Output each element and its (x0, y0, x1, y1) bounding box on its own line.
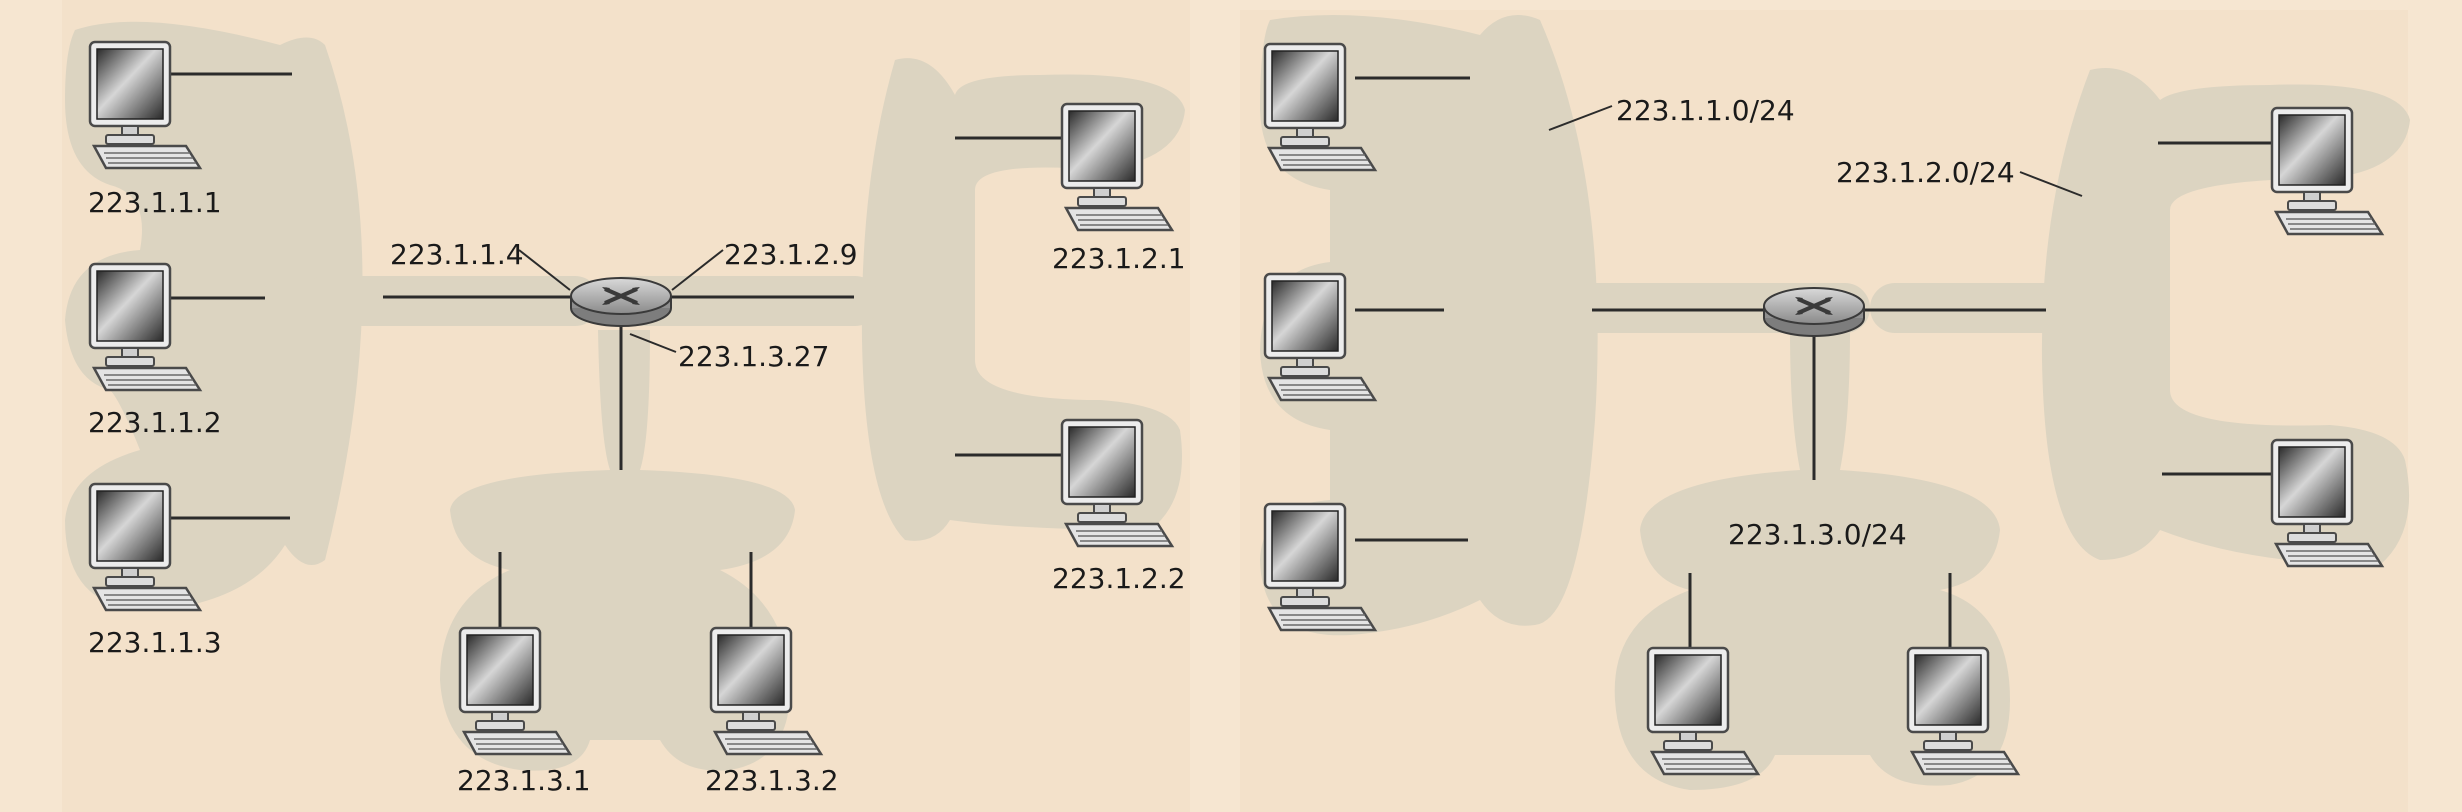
right-diagram: 223.1.1.0/24 223.1.2.0/24 223.1.3.0/24 (1260, 15, 2410, 790)
router-icon (569, 276, 673, 328)
host-label: 223.1.2.1 (1052, 242, 1186, 275)
host-label: 223.1.3.1 (457, 764, 591, 797)
host-label: 223.1.2.2 (1052, 562, 1186, 595)
subnet-label: 223.1.3.0/24 (1728, 518, 1907, 551)
host-label: 223.1.1.2 (88, 406, 222, 439)
host-label: 223.1.3.2 (705, 764, 839, 797)
subnet-label: 223.1.2.0/24 (1836, 156, 2015, 189)
router-interface-label: 223.1.3.27 (678, 340, 829, 373)
router-icon (1762, 286, 1866, 338)
left-diagram: 223.1.1.1 223.1.1.2 223.1.1.3 223.1.2.1 … (65, 21, 1186, 797)
subnet-label: 223.1.1.0/24 (1616, 94, 1795, 127)
host-label: 223.1.1.1 (88, 186, 222, 219)
host-label: 223.1.1.3 (88, 626, 222, 659)
router-interface-label: 223.1.2.9 (724, 238, 858, 271)
router-interface-label: 223.1.1.4 (390, 238, 524, 271)
